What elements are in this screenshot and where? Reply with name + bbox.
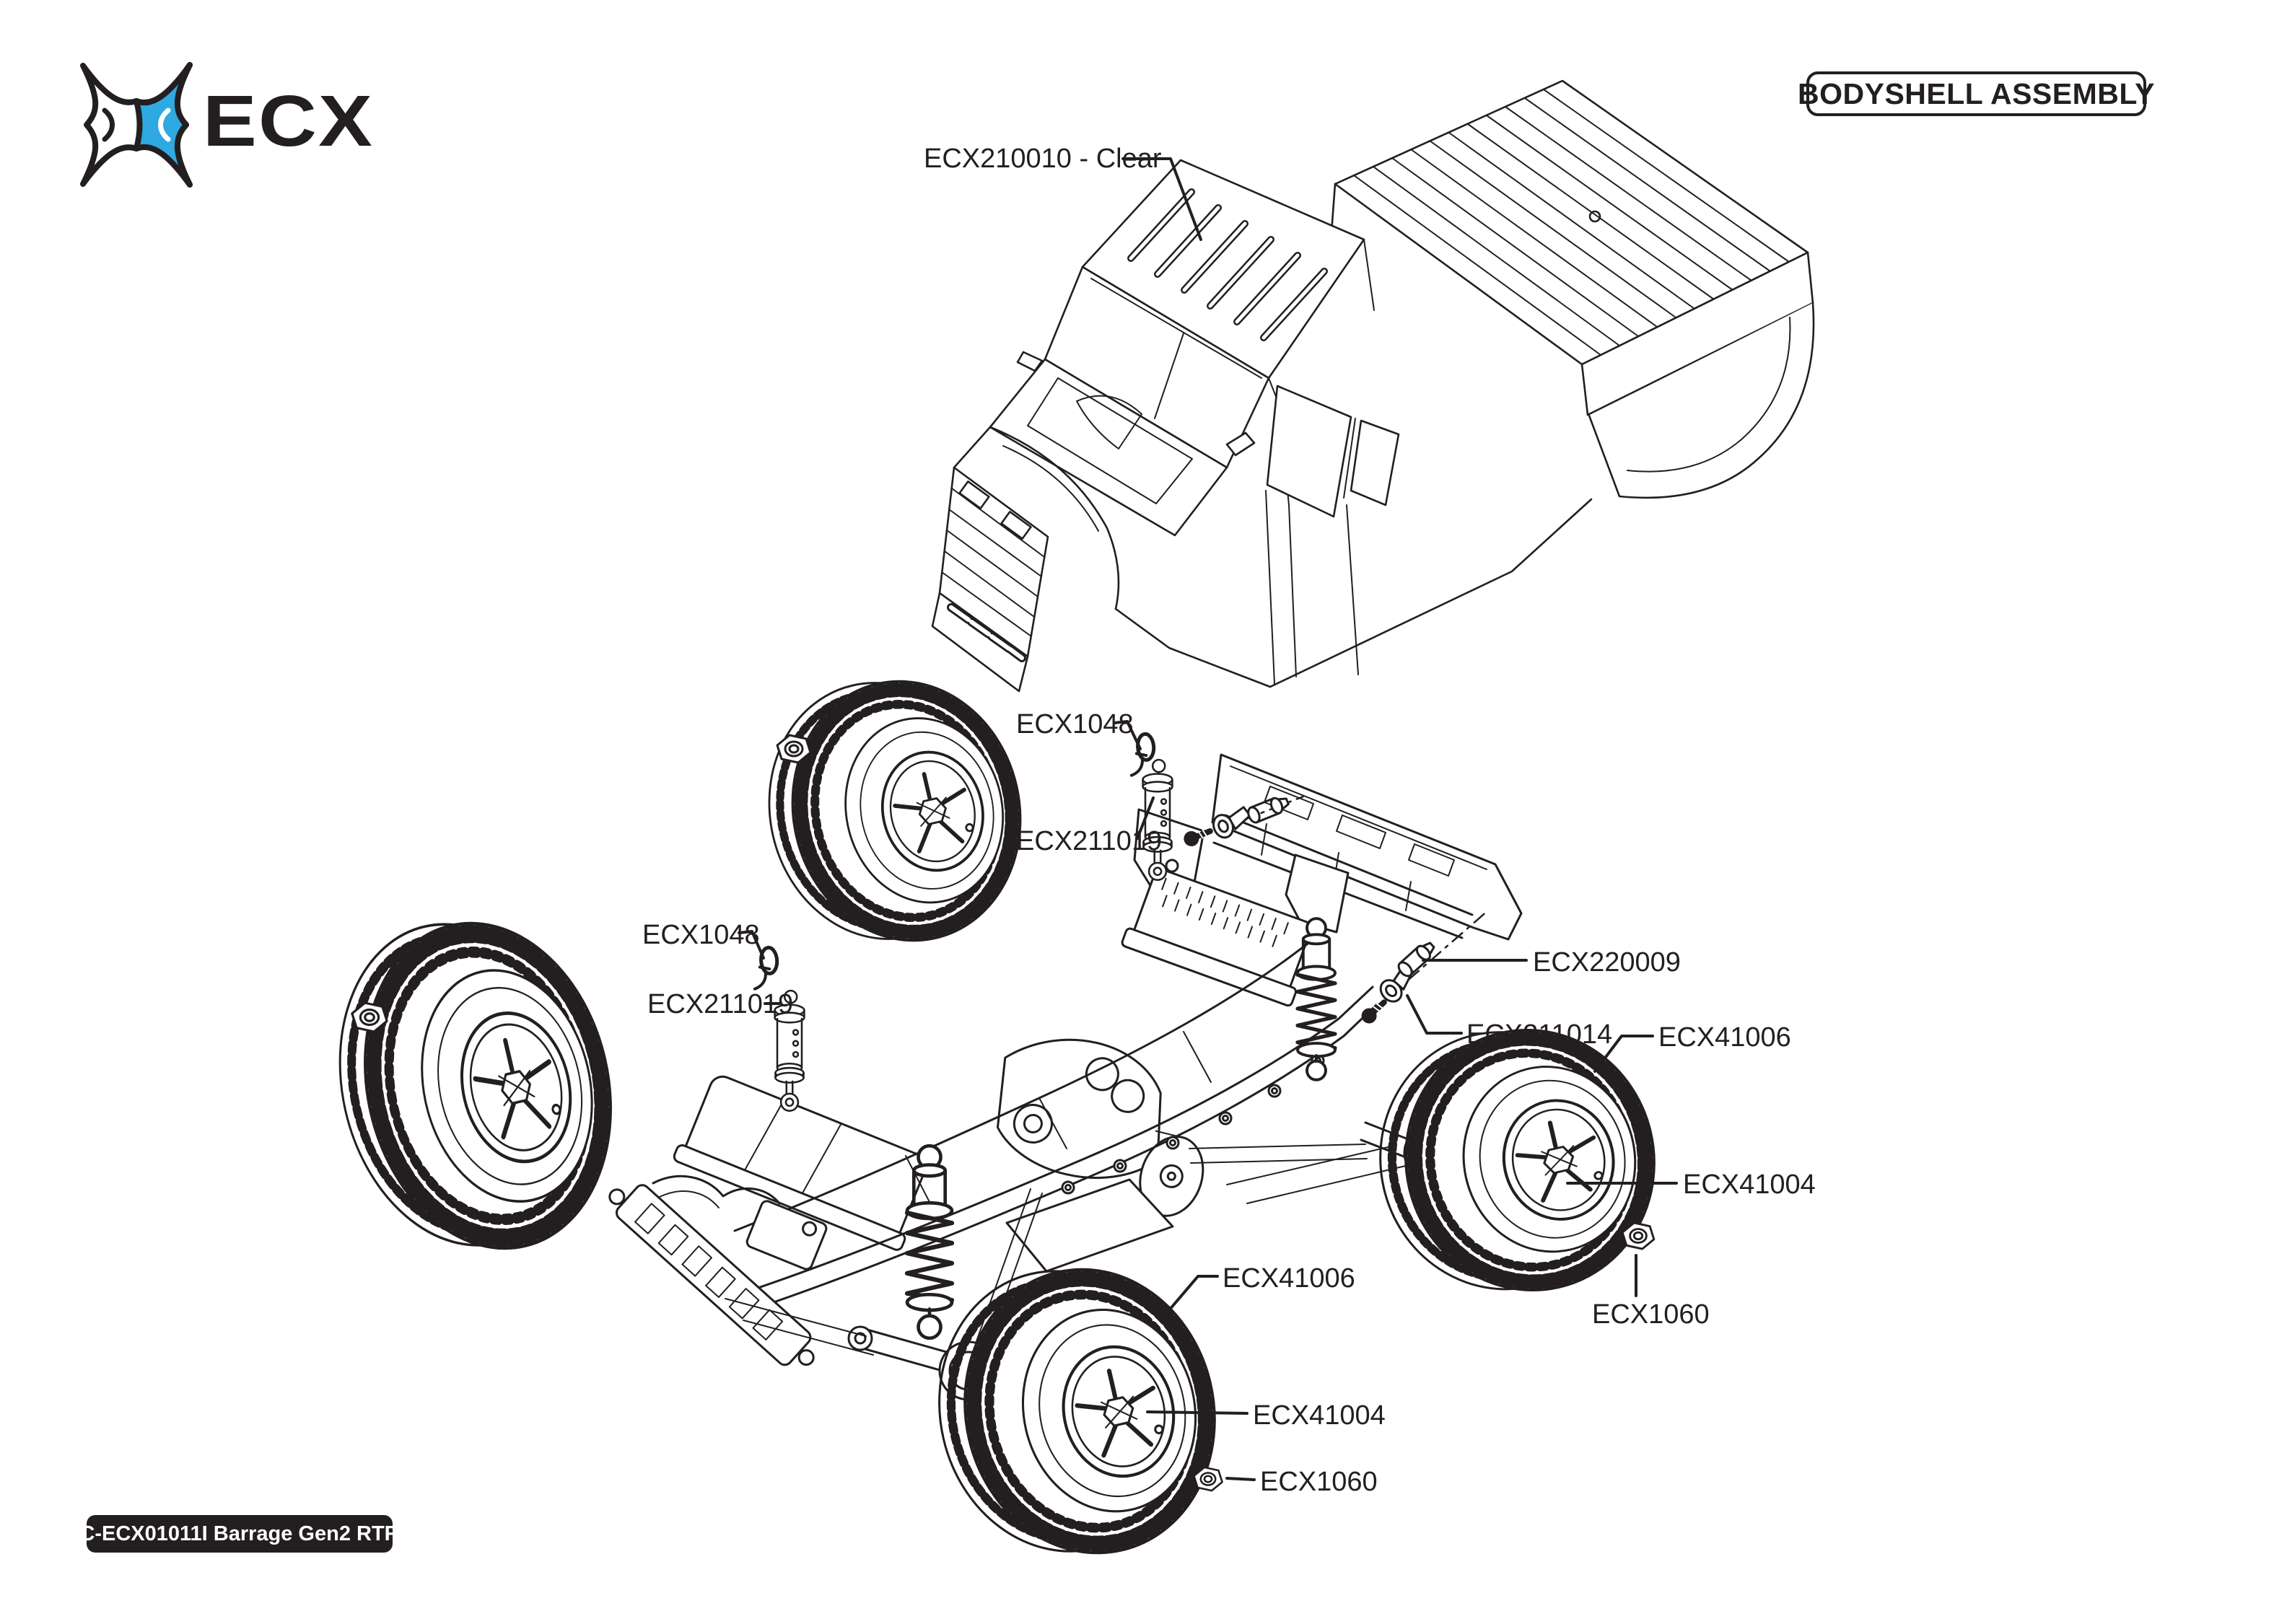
leader-bodyshell xyxy=(1121,157,1202,241)
leader-tire-right xyxy=(1593,1035,1654,1073)
wheel-top xyxy=(744,654,1046,968)
part-label-nut-right: ECX1060 xyxy=(1592,1299,1710,1330)
leader-tire-bottom xyxy=(1168,1275,1219,1312)
leader-clip-left xyxy=(738,930,765,960)
leader-shock-top xyxy=(1136,796,1155,840)
part-label-wheel-right: ECX41004 xyxy=(1683,1169,1816,1200)
leader-nut-bottom xyxy=(1225,1477,1256,1481)
part-label-tire-bottom: ECX41006 xyxy=(1223,1263,1355,1294)
part-label-bodyshell: ECX210010 - Clear xyxy=(924,144,1162,174)
document-code: C-ECX01011I Barrage Gen2 RTR xyxy=(79,1522,400,1545)
wheel-left xyxy=(309,894,642,1278)
page-title-box: BODYSHELL ASSEMBLY xyxy=(1798,71,2155,116)
truck-bodyshell-drawing xyxy=(931,79,1815,693)
leader-clip-top xyxy=(1113,720,1142,750)
leader-axle-rod-end xyxy=(1406,994,1463,1035)
part-label-wheel-bottom: ECX41004 xyxy=(1253,1400,1386,1431)
exploded-shock-left xyxy=(742,941,805,1112)
page-title: BODYSHELL ASSEMBLY xyxy=(1798,76,2156,110)
part-label-clip-left: ECX1048 xyxy=(642,920,760,950)
part-label-tire-right: ECX41006 xyxy=(1658,1022,1791,1053)
ecx-logo-text: ECX xyxy=(203,81,375,162)
part-label-axle-rod-end: ECX211014 xyxy=(1466,1019,1612,1050)
part-label-nut-bottom: ECX1060 xyxy=(1260,1467,1378,1497)
document-code-box: C-ECX01011I Barrage Gen2 RTR xyxy=(79,1515,400,1553)
part-label-shock-left: ECX211019 xyxy=(647,989,793,1019)
ecx-logo: ECX xyxy=(74,61,414,188)
ecx-logo-icon xyxy=(80,62,193,188)
part-label-driveshaft-pin: ECX220009 xyxy=(1533,947,1681,978)
part-label-clip-top: ECX1048 xyxy=(1016,709,1134,739)
leader-wheel-bottom xyxy=(1146,1410,1248,1415)
leader-lines xyxy=(738,157,1678,1481)
part-label-shock-top: ECX211019 xyxy=(1016,826,1162,856)
